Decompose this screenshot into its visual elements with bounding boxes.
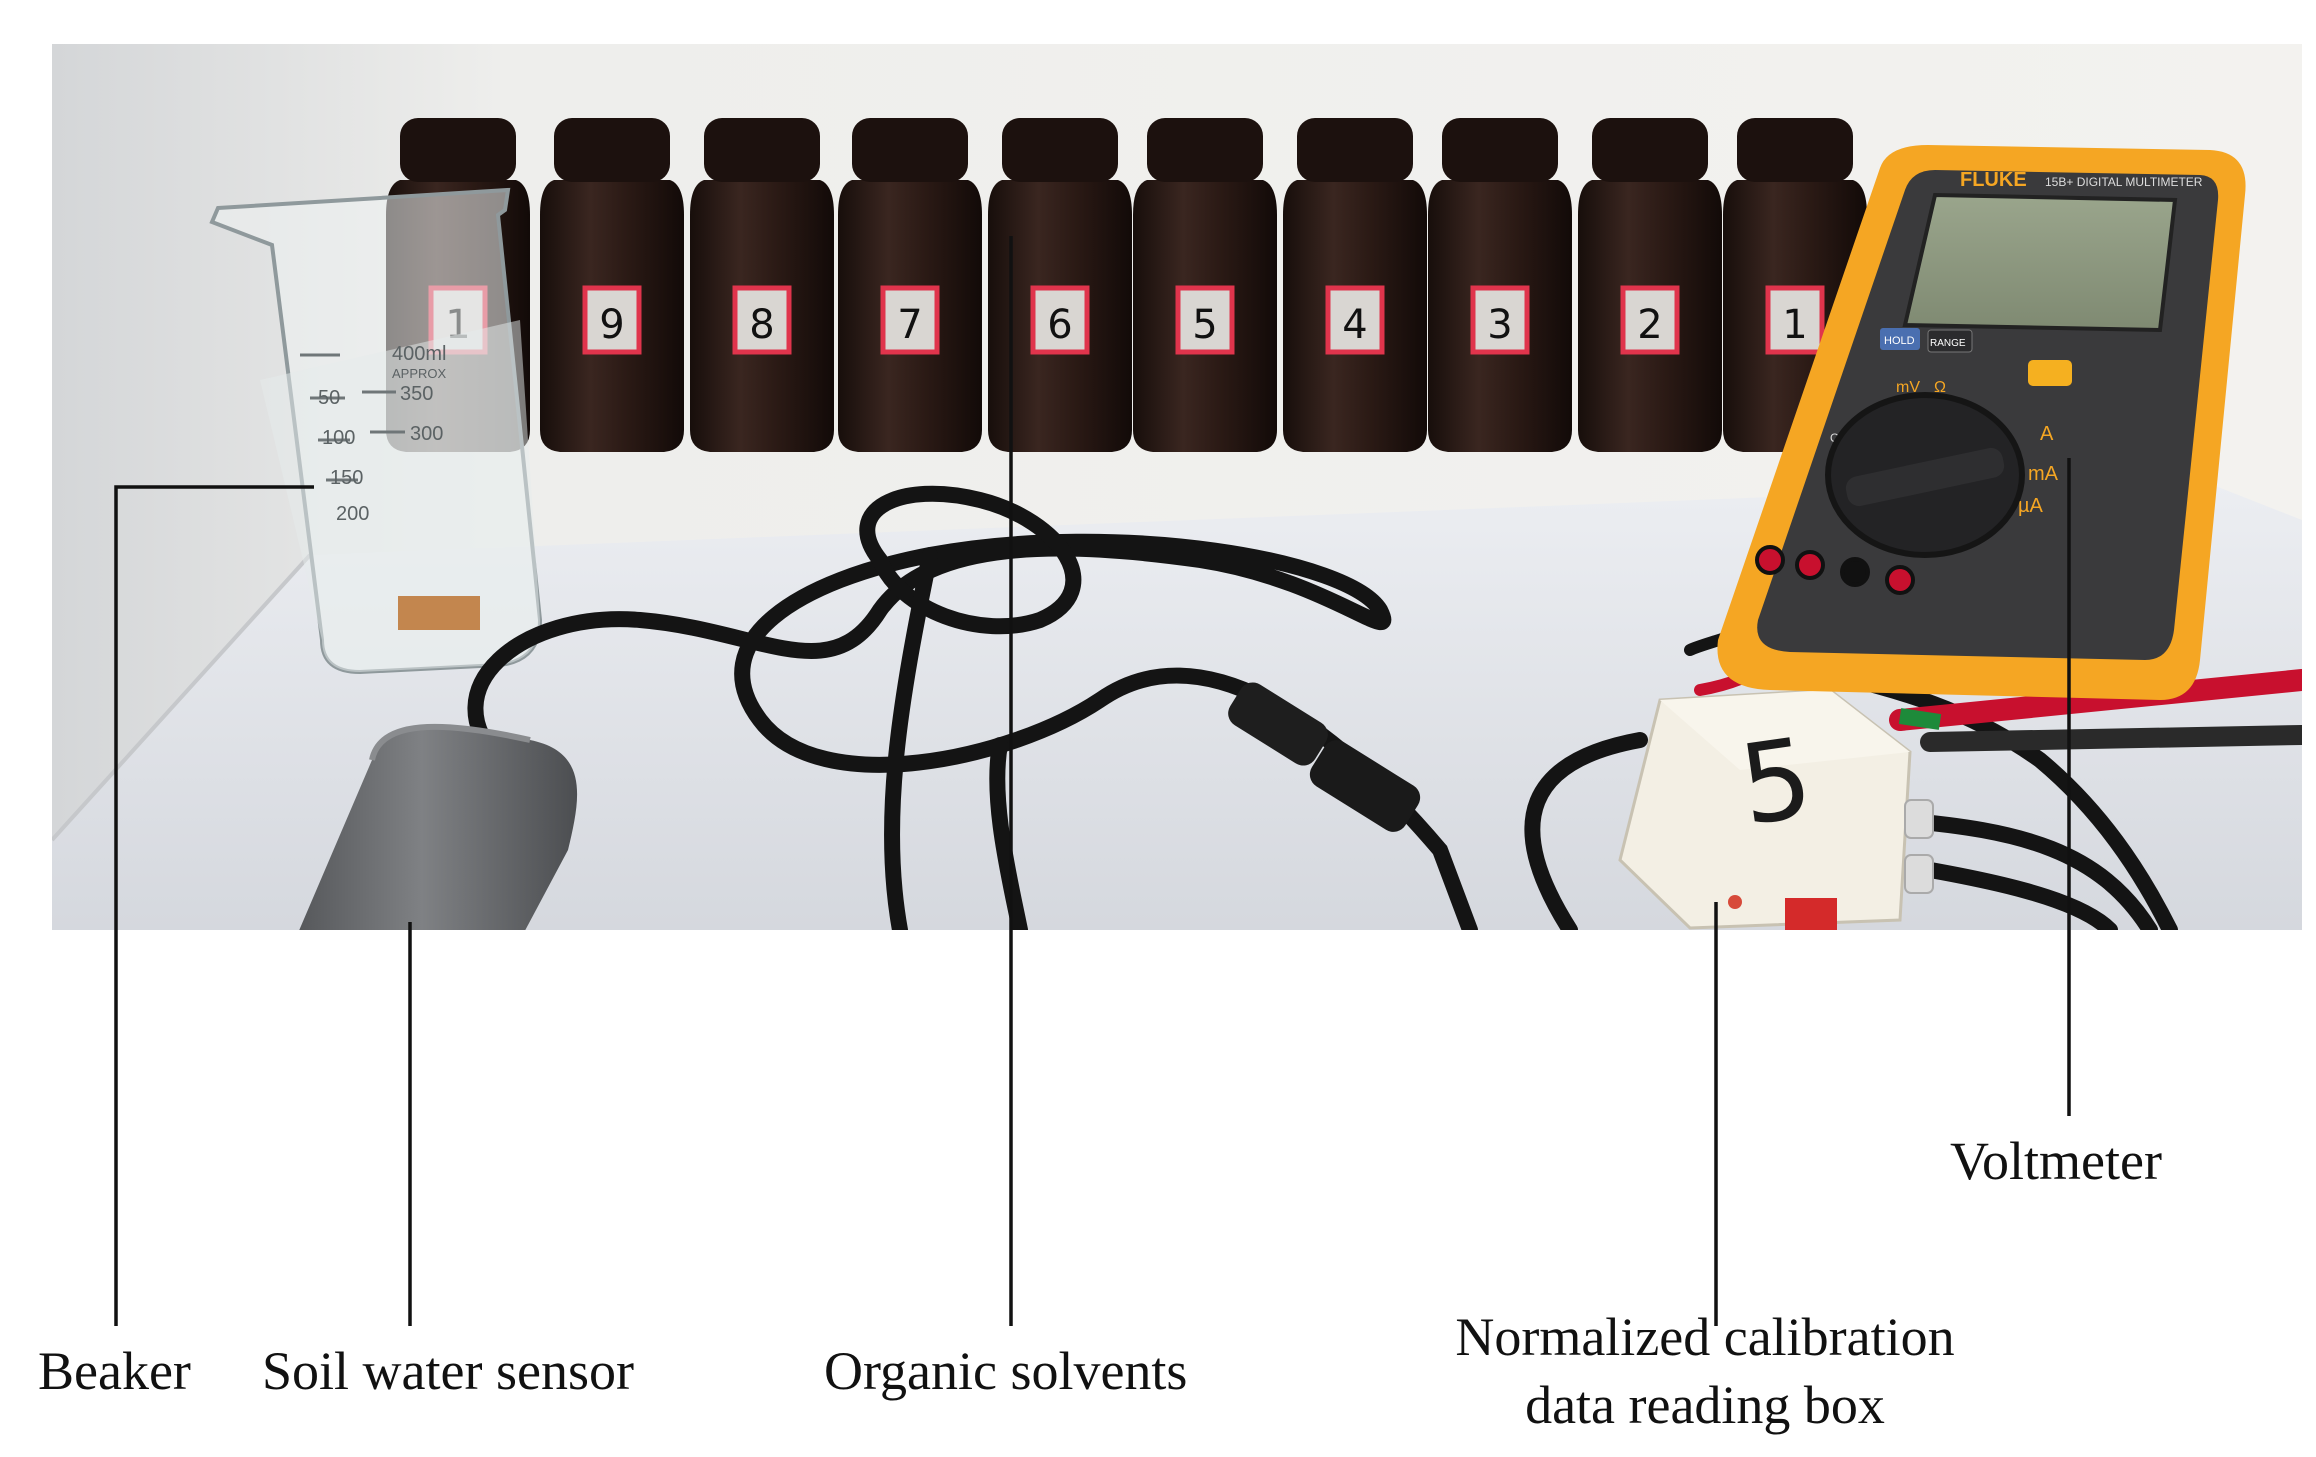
bottle-number: 6 — [1047, 302, 1072, 348]
range-mv: mV — [1896, 379, 1920, 396]
multimeter-brand: FLUKE — [1960, 169, 2027, 191]
beaker-mark-200: 200 — [336, 503, 369, 525]
beaker-label: Beaker — [38, 1341, 191, 1401]
bottle-label — [880, 285, 940, 355]
bottle-label — [582, 285, 642, 355]
organic-solvents-label: Organic solvents — [824, 1341, 1188, 1401]
bottle-cap — [554, 118, 670, 182]
soil-water-sensor-label: Soil water sensor — [262, 1341, 634, 1401]
beaker-mark-300: 300 — [410, 423, 443, 445]
hold-label: HOLD — [1884, 335, 1915, 347]
soil-water-sensor — [299, 723, 578, 930]
bottle-label — [1175, 285, 1235, 355]
beaker-mark-50: 50 — [318, 387, 340, 409]
beaker-mark-100: 100 — [322, 427, 355, 449]
calibration-box-switch — [1785, 898, 1837, 930]
bottle: 2 — [1578, 118, 1722, 452]
bottle-number: 5 — [1192, 302, 1217, 348]
bottle-cap — [400, 118, 516, 182]
range-button — [1927, 329, 1973, 353]
leader-lines — [114, 236, 2071, 1326]
bottle-label — [1620, 285, 1680, 355]
bottle-number: 3 — [1487, 302, 1512, 348]
bottle-cap — [704, 118, 820, 182]
input-jacks — [1755, 545, 1915, 595]
bottle-number: 4 — [1342, 302, 1367, 348]
multimeter-model: 15B+ DIGITAL MULTIMETER — [2045, 175, 2203, 189]
cable-connector — [1228, 682, 1421, 832]
beaker: 400ml APPROX 350 300 50 100 150 200 — [209, 187, 543, 675]
bottle-cap — [1297, 118, 1413, 182]
bottle: 1 — [1723, 118, 1867, 452]
bottle-label — [732, 285, 792, 355]
calibration-box-led — [1728, 895, 1742, 909]
voltmeter-label: Voltmeter — [1950, 1131, 2162, 1191]
multimeter: FLUKE 15B+ DIGITAL MULTIMETER HOLD RANGE… — [1717, 145, 2246, 700]
bottle-cap — [1592, 118, 1708, 182]
bottle-label — [1030, 285, 1090, 355]
range-ua: µA — [2018, 495, 2044, 517]
bottle-cap — [852, 118, 968, 182]
bottle-label — [1765, 285, 1825, 355]
bottle-label — [1325, 285, 1385, 355]
photo: 1234567891 400ml APPROX 350 — [52, 44, 2302, 930]
bottle: 5 — [1133, 118, 1277, 452]
bottle: 7 — [838, 118, 982, 452]
beaker-mark-350: 350 — [400, 383, 433, 405]
beaker-sample-patch — [398, 596, 480, 630]
bottle-number: 7 — [897, 302, 922, 348]
bottle: 4 — [1283, 118, 1427, 452]
range-a: A — [2040, 423, 2054, 445]
bottle-cap — [1147, 118, 1263, 182]
calibration-box-label-line1: Normalized calibration — [1455, 1307, 1955, 1367]
range-ma: mA — [2028, 463, 2059, 485]
bottle-number: 9 — [599, 302, 624, 348]
beaker-mark-150: 150 — [330, 467, 363, 489]
beaker-mark-400: 400ml — [392, 343, 446, 365]
bottle-cap — [1737, 118, 1853, 182]
range-ohm: Ω — [1934, 379, 1946, 396]
calibration-box-label-line2: data reading box — [1525, 1375, 1885, 1435]
bottle-label — [1470, 285, 1530, 355]
range-label: RANGE — [1930, 338, 1966, 349]
bottle-cap — [1002, 118, 1118, 182]
bottle: 6 — [988, 118, 1132, 452]
bottle: 9 — [540, 118, 684, 452]
hold-button — [1880, 328, 1920, 350]
bottle-number: 1 — [1782, 302, 1807, 348]
bottle: 3 — [1428, 118, 1572, 452]
yellow-button — [2028, 360, 2072, 386]
bottle-cap — [1442, 118, 1558, 182]
bottle-number: 2 — [1637, 302, 1662, 348]
bottle-number: 8 — [749, 302, 774, 348]
calibration-box: 5 — [1618, 688, 1934, 930]
bottle: 8 — [690, 118, 834, 452]
multimeter-lcd — [1902, 192, 2178, 333]
leader-beaker — [114, 485, 314, 1326]
beaker-mark-approx: APPROX — [392, 366, 447, 381]
